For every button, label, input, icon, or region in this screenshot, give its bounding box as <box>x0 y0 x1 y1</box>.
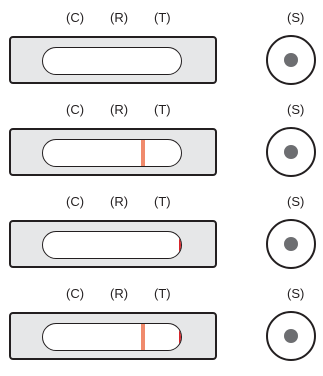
test-strip <box>9 312 217 360</box>
test-strip <box>9 128 217 176</box>
test-line <box>179 232 181 258</box>
label-s: (S) <box>287 286 305 301</box>
sample-dot <box>284 53 298 67</box>
label-c: (C) <box>66 102 85 117</box>
label-c: (C) <box>66 286 85 301</box>
result-window <box>42 231 182 259</box>
sample-well <box>266 219 316 269</box>
result-window <box>42 323 182 351</box>
sample-dot <box>284 145 298 159</box>
test-strip <box>9 36 217 84</box>
label-s: (S) <box>287 102 305 117</box>
test-line <box>179 324 181 350</box>
label-t: (T) <box>154 10 171 25</box>
sample-dot <box>284 237 298 251</box>
sample-dot <box>284 329 298 343</box>
label-t: (T) <box>154 102 171 117</box>
label-r: (R) <box>110 194 129 209</box>
label-c: (C) <box>66 10 85 25</box>
label-r: (R) <box>110 286 129 301</box>
result-window <box>42 47 182 75</box>
label-s: (S) <box>287 10 305 25</box>
test-strip <box>9 220 217 268</box>
result-window <box>42 139 182 167</box>
sample-well <box>266 127 316 177</box>
label-r: (R) <box>110 102 129 117</box>
label-t: (T) <box>154 286 171 301</box>
label-t: (T) <box>154 194 171 209</box>
label-s: (S) <box>287 194 305 209</box>
reference-line <box>141 140 145 166</box>
label-r: (R) <box>110 10 129 25</box>
reference-line <box>141 324 145 350</box>
sample-well <box>266 35 316 85</box>
sample-well <box>266 311 316 361</box>
label-c: (C) <box>66 194 85 209</box>
